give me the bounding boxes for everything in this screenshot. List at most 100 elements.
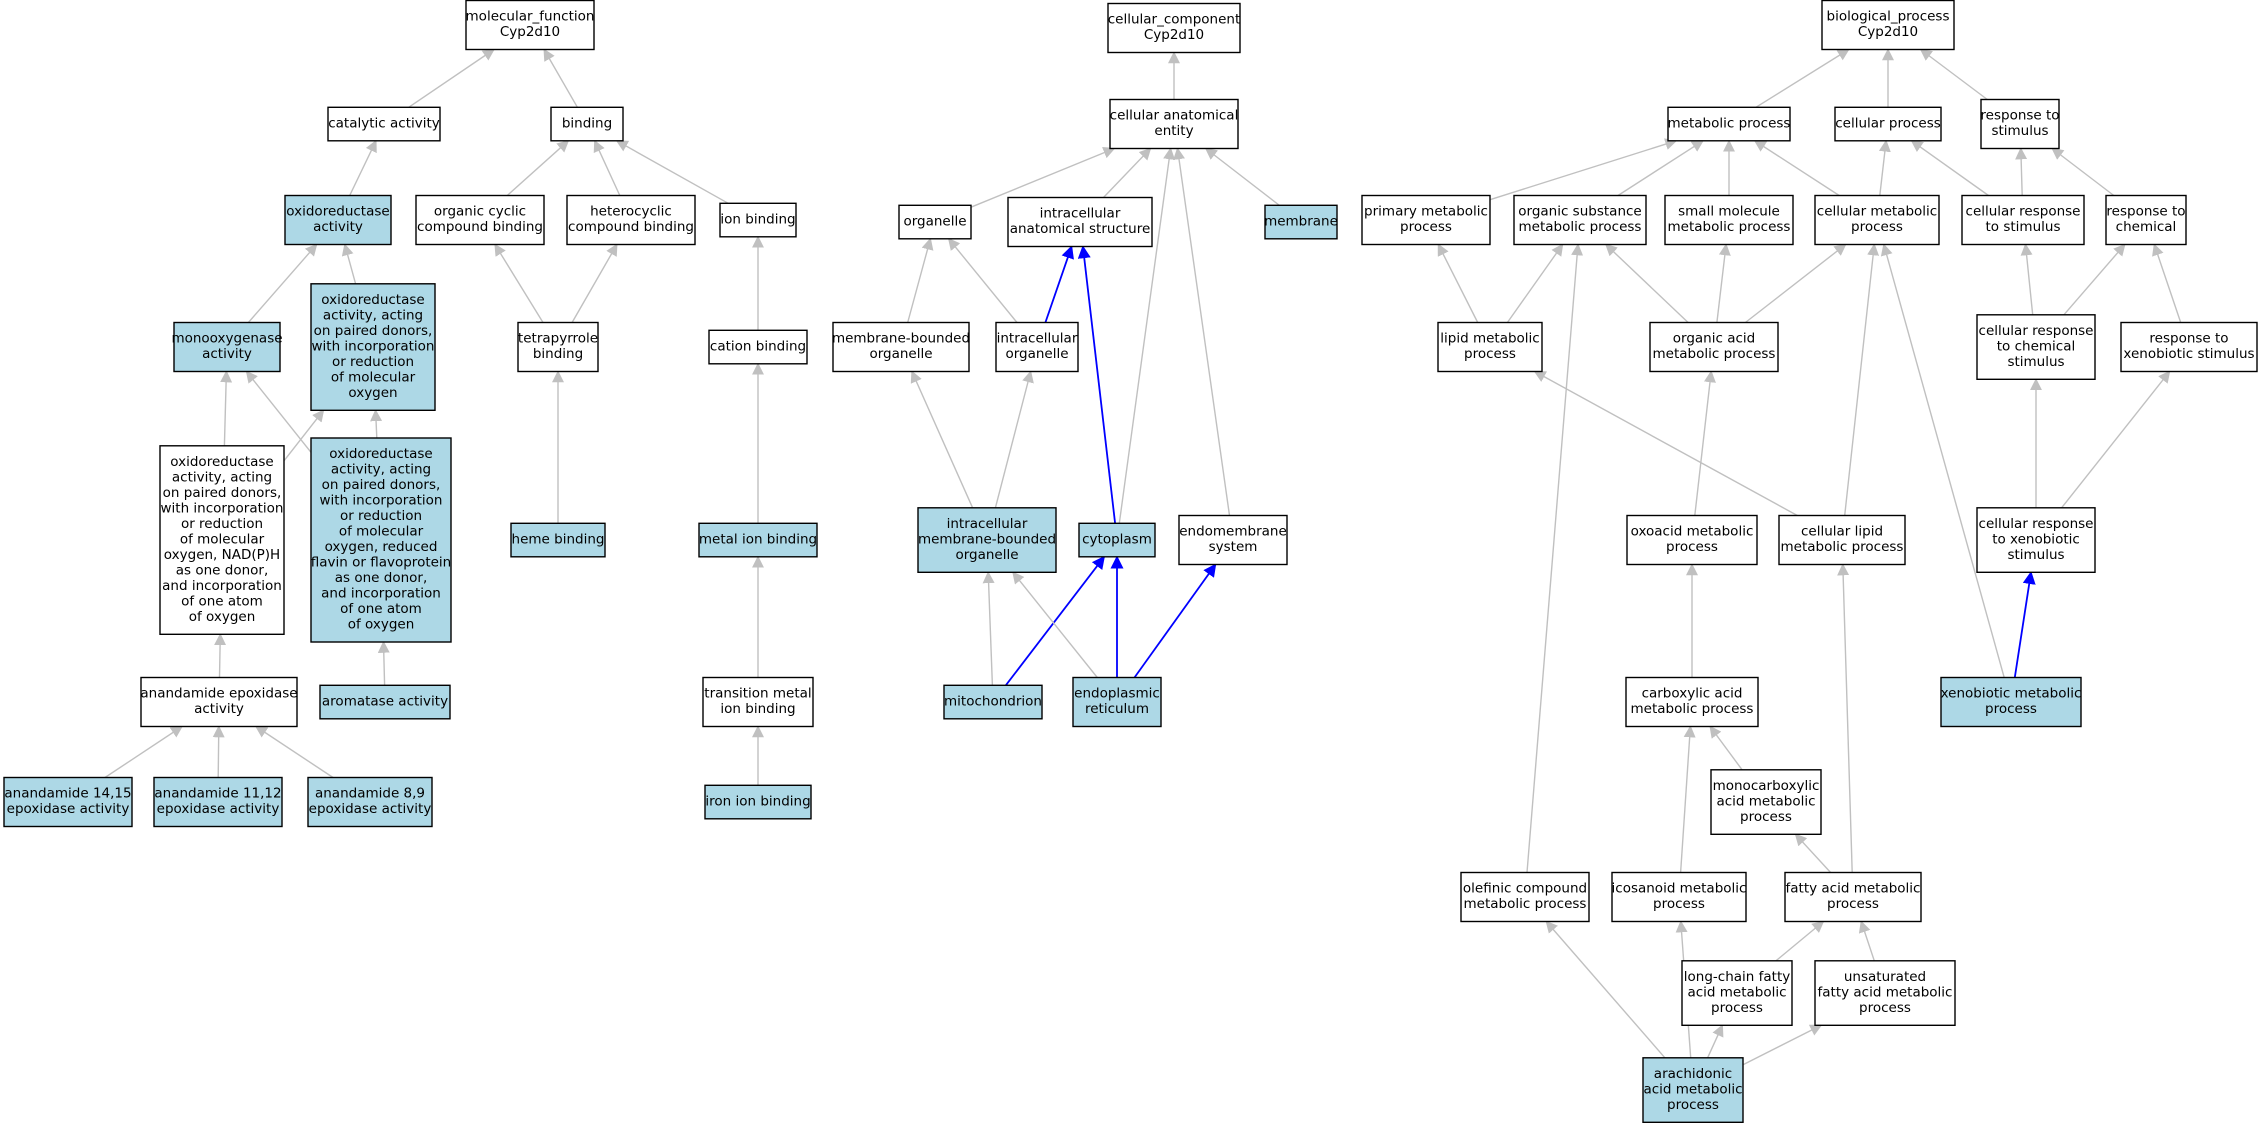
term-node-cytoplasm[interactable]: cytoplasm — [1078, 522, 1156, 558]
edge-unsaturated-to-fatty-acid — [1858, 920, 1875, 962]
term-label-line: stimulus — [2007, 354, 2064, 370]
term-node-metabolic[interactable]: metabolic process — [1667, 106, 1791, 142]
term-box — [159, 445, 285, 635]
term-node-ion-binding[interactable]: ion binding — [719, 202, 797, 238]
term-label-line: on paired donors, — [163, 485, 282, 501]
term-label-line: metabolic process — [1653, 346, 1776, 362]
term-node-catalytic[interactable]: catalytic activity — [327, 106, 441, 142]
term-label-line: anatomical structure — [1010, 221, 1151, 237]
term-label-line: metabolic process — [1781, 539, 1904, 555]
term-label-line: process — [1985, 701, 2037, 717]
term-label-line: acid metabolic — [1687, 984, 1786, 1000]
term-box — [702, 676, 814, 728]
term-label-line: fatty acid metabolic — [1786, 881, 1921, 897]
edge-fatty-acid-to-cellular-lipid — [1837, 563, 1853, 873]
term-label-line: of molecular — [331, 369, 416, 385]
term-label-line: Cyp2d10 — [500, 24, 560, 40]
edge-intra-organelle-to-organelle — [947, 237, 1018, 323]
term-node-iron-ion[interactable]: iron ion binding — [704, 784, 812, 820]
term-label-line: of one atom — [181, 593, 263, 609]
term-label-line: process — [1859, 1000, 1911, 1016]
term-label-line: heme binding — [512, 531, 605, 547]
term-label-line: intracellular — [947, 516, 1028, 532]
term-box — [1649, 321, 1779, 373]
term-node-aromatase[interactable]: aromatase activity — [319, 684, 451, 720]
term-label-line: organic acid — [1673, 331, 1755, 347]
edge-xenobiotic-metabolic-to-cell-resp-xeno — [2013, 571, 2036, 678]
term-label-line: ion binding — [720, 211, 795, 227]
term-box — [1940, 676, 2082, 728]
term-label-line: process — [1464, 346, 1516, 362]
term-node-mitochondrion[interactable]: mitochondrion — [943, 684, 1043, 720]
term-label-line: icosanoid metabolic — [1612, 881, 1747, 897]
term-node-cellular-process[interactable]: cellular process — [1834, 106, 1942, 142]
term-node-membrane[interactable]: membrane — [1264, 204, 1338, 240]
term-node-metal-ion[interactable]: metal ion binding — [698, 522, 818, 558]
term-label-line: of molecular — [180, 531, 265, 547]
edge-arachidonic-to-long-chain — [1706, 1024, 1724, 1059]
term-node-heme-binding[interactable]: heme binding — [510, 522, 606, 558]
term-node-cation-binding[interactable]: cation binding — [708, 329, 808, 365]
edge-organic-acid-to-small-molecule — [1716, 243, 1731, 323]
term-box — [465, 0, 595, 51]
term-box — [1976, 314, 2096, 380]
term-box — [1667, 106, 1791, 142]
term-label-line: cellular lipid — [1801, 524, 1883, 540]
term-box — [1980, 98, 2060, 150]
edge-oxido-nadph-to-monooxygenase — [220, 370, 233, 446]
term-label-line: as one donor, — [335, 570, 428, 586]
edge-monooxygenase-to-oxidoreductase — [247, 243, 318, 323]
term-label-line: with incorporation — [312, 338, 435, 354]
term-node-organelle[interactable]: organelle — [898, 204, 972, 240]
edge-cell-resp-stimulus-to-resp-stimulus — [2015, 147, 2028, 196]
term-node-binding[interactable]: binding — [550, 106, 624, 142]
